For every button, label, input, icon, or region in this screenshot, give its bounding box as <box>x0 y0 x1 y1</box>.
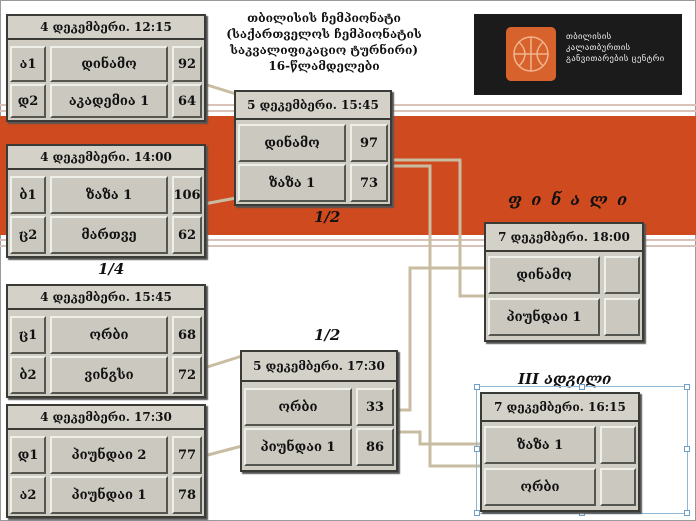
logo: თბილისის კალათბურთის განვითარების ცენტრი <box>474 14 682 95</box>
title-line-4: 16-წლამდელები <box>268 59 380 73</box>
score-cell: 73 <box>350 164 388 202</box>
team-cell: პიუნდაი 1 <box>488 298 600 336</box>
team-cell: პიუნდაი 1 <box>50 476 168 514</box>
qf-box-3: 4 დეკემბერი. 15:45 ც1 ორბი 68 ბ2 ვინგსი … <box>6 284 206 398</box>
tournament-title: თბილისის ჩემპიონატი (საქართველოს ჩემპიონ… <box>224 10 424 74</box>
match-date: 5 დეკემბერი. 15:45 <box>236 92 390 120</box>
sf-box-2: 5 დეკემბერი. 17:30 ორბი 33 პიუნდაი 1 86 <box>240 350 398 472</box>
selection-frame[interactable] <box>474 384 690 516</box>
seed-cell: ბ2 <box>10 356 46 394</box>
score-cell <box>600 468 636 506</box>
team-cell: დინამო <box>50 46 168 82</box>
connector-qf3-sf2 <box>203 354 243 370</box>
band-stripe-bottom-2 <box>0 245 696 247</box>
connector-sf2-final <box>396 266 486 412</box>
score-cell: 86 <box>356 428 394 466</box>
score-cell: 64 <box>172 84 202 118</box>
match-date: 4 დეკემბერი. 17:30 <box>8 406 204 430</box>
final-label: ფ ი ნ ა ლ ი <box>508 190 630 209</box>
match-date: 4 დეკემბერი. 12:15 <box>8 16 204 40</box>
qf-box-1: 4 დეკემბერი. 12:15 ა1 დინამო 92 დ2 აკადე… <box>6 14 206 122</box>
logo-text: თბილისის კალათბურთის განვითარების ცენტრი <box>566 32 665 64</box>
team-cell: ვინგსი <box>50 356 168 394</box>
seed-cell: დ1 <box>10 436 46 474</box>
connector-qf2-sf1 <box>203 196 237 206</box>
team-cell: მართვე <box>50 216 168 254</box>
seed-cell: ა1 <box>10 46 46 82</box>
semifinal-label-top: 1/2 <box>314 208 341 226</box>
seed-cell: ც1 <box>10 316 46 354</box>
resize-handle[interactable] <box>684 510 690 516</box>
score-cell: 62 <box>172 216 202 254</box>
basketball-icon <box>513 36 549 72</box>
team-cell: აკადემია 1 <box>50 84 168 118</box>
quarterfinal-label: 1/4 <box>98 260 125 278</box>
resize-handle[interactable] <box>684 446 690 452</box>
score-cell <box>604 298 640 336</box>
score-cell: 78 <box>172 476 202 514</box>
team-cell: პიუნდაი 2 <box>50 436 168 474</box>
match-date: 7 დეკემბერი. 18:00 <box>486 224 642 252</box>
resize-handle[interactable] <box>474 384 480 390</box>
team-cell: ზაზა 1 <box>484 426 596 464</box>
seed-cell: ბ1 <box>10 176 46 214</box>
semifinal-label-bottom: 1/2 <box>314 326 341 344</box>
team-cell: ორბი <box>484 468 596 506</box>
connector-sf1-final <box>390 158 486 298</box>
final-box: 7 დეკემბერი. 18:00 დინამო პიუნდაი 1 <box>484 222 644 342</box>
title-line-3: საკვალიფიკაციო ტურნირი) <box>229 43 419 57</box>
third-place-label: III ადგილი <box>518 370 612 388</box>
team-cell: ორბი <box>50 316 168 354</box>
connector-qf1-sf1 <box>203 82 237 96</box>
team-cell: პიუნდაი 1 <box>244 428 352 466</box>
score-cell: 68 <box>172 316 202 354</box>
match-date: 4 დეკემბერი. 14:00 <box>8 146 204 170</box>
connector-sf2-third <box>396 430 480 446</box>
connector-qf4-sf2 <box>203 444 243 458</box>
score-cell <box>604 256 640 294</box>
match-date: 4 დეკემბერი. 15:45 <box>8 286 204 310</box>
match-date: 7 დეკემბერი. 16:15 <box>482 394 638 422</box>
seed-cell: ა2 <box>10 476 46 514</box>
resize-handle[interactable] <box>474 510 480 516</box>
sf-box-1: 5 დეკემბერი. 15:45 დინამო 97 ზაზა 1 73 <box>234 90 392 206</box>
score-cell <box>600 426 636 464</box>
qf-box-4: 4 დეკემბერი. 17:30 დ1 პიუნდაი 2 77 ა2 პი… <box>6 404 206 518</box>
match-date: 5 დეკემბერი. 17:30 <box>242 352 396 382</box>
seed-cell: ც2 <box>10 216 46 254</box>
title-line-2: (საქართველოს ჩემპიონატის <box>226 27 422 41</box>
score-cell: 97 <box>350 124 388 162</box>
resize-handle[interactable] <box>474 446 480 452</box>
resize-handle[interactable] <box>684 384 690 390</box>
score-cell: 92 <box>172 46 202 82</box>
band-stripe-bottom-1 <box>0 239 696 241</box>
team-cell: ორბი <box>244 388 352 426</box>
connector-sf1-third <box>390 164 480 468</box>
team-cell: ზაზა 1 <box>50 176 168 214</box>
score-cell: 77 <box>172 436 202 474</box>
team-cell: დინამო <box>488 256 600 294</box>
resize-handle[interactable] <box>579 384 585 390</box>
score-cell: 106 <box>172 176 202 214</box>
qf-box-2: 4 დეკემბერი. 14:00 ბ1 ზაზა 1 106 ც2 მართ… <box>6 144 206 258</box>
team-cell: ზაზა 1 <box>238 164 346 202</box>
seed-cell: დ2 <box>10 84 46 118</box>
score-cell: 33 <box>356 388 394 426</box>
team-cell: დინამო <box>238 124 346 162</box>
third-place-box: 7 დეკემბერი. 16:15 ზაზა 1 ორბი <box>480 392 640 512</box>
title-line-1: თბილისის ჩემპიონატი <box>247 11 401 25</box>
logo-mark-icon <box>506 27 556 81</box>
score-cell: 72 <box>172 356 202 394</box>
